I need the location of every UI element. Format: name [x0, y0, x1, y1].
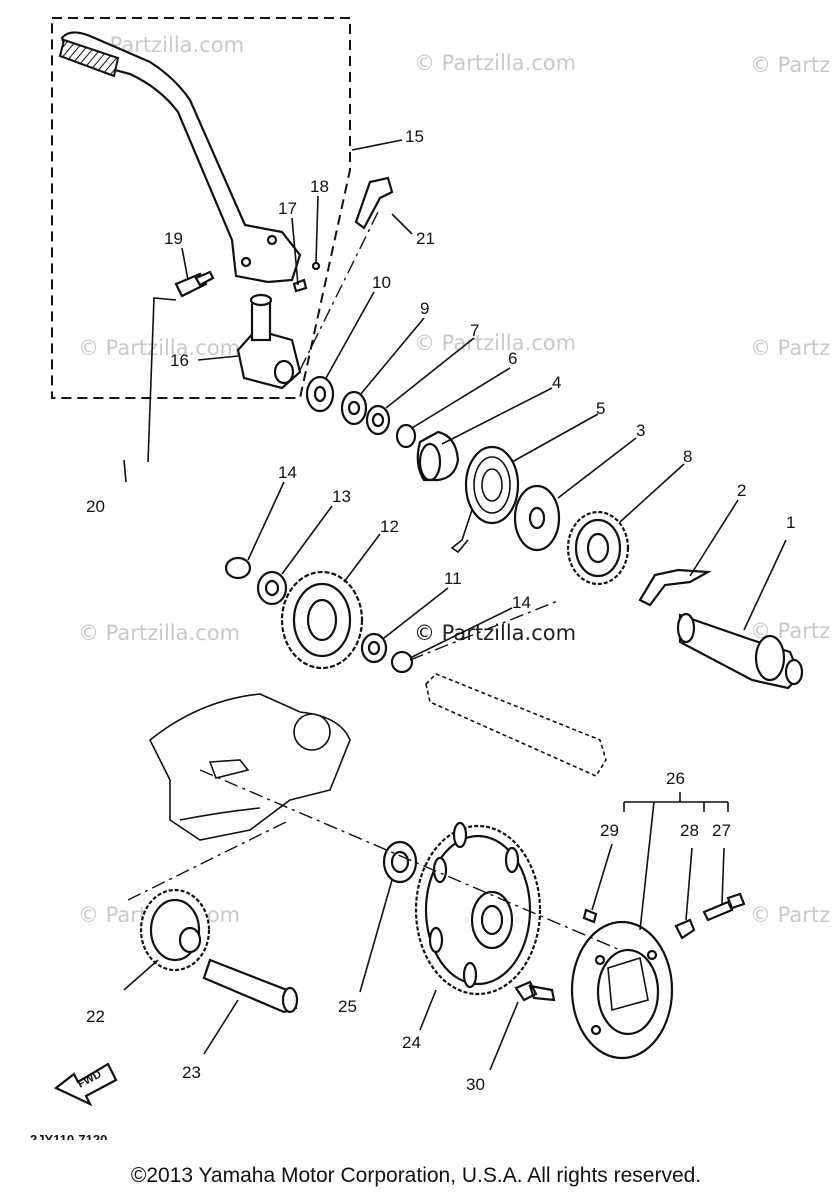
kick-gear-8: [566, 510, 630, 586]
return-spring: [450, 445, 520, 554]
callout-2: 2: [737, 481, 746, 500]
idle-shaft: [425, 673, 607, 778]
watermark: © Partzilla.com: [414, 621, 576, 645]
callout-19: 19: [164, 229, 183, 248]
callout-29: 29: [600, 821, 619, 840]
callout-23: 23: [182, 1063, 201, 1082]
callout-5: 5: [596, 399, 605, 418]
bolts: [174, 176, 394, 298]
callouts: 1 2 3 4 5 6 7 8 9 10 11 12 13 14 14 15 1…: [86, 127, 795, 1094]
watermark: © Partzilla.com: [78, 621, 240, 645]
watermark: © Partzilla.com: [414, 331, 576, 355]
kick-crank-assembly-box: [51, 17, 351, 399]
callout-11: 11: [444, 569, 462, 588]
bolt-30: [514, 980, 556, 1002]
callout-8: 8: [683, 447, 692, 466]
washer-3: [513, 484, 561, 552]
callout-12: 12: [380, 517, 399, 536]
kick-boss: [236, 293, 302, 390]
kick-lever: [58, 31, 302, 284]
callout-10: 10: [372, 273, 391, 292]
callout-16: 16: [170, 351, 189, 370]
callout-22: 22: [86, 1007, 105, 1026]
copyright-notice: ©2013 Yamaha Motor Corporation, U.S.A. A…: [130, 1164, 702, 1187]
crankcase-fragment: [148, 693, 351, 841]
center-lines: [127, 207, 621, 951]
callout-3: 3: [636, 421, 645, 440]
callout-25: 25: [338, 997, 357, 1016]
callout-4: 4: [552, 373, 561, 392]
parts-diagram: © Partzilla.com © Partzilla.com © Partzi…: [30, 17, 832, 1140]
callout-15: 15: [405, 127, 424, 146]
callout-27: 27: [712, 821, 731, 840]
callout-28: 28: [680, 821, 699, 840]
watermark: © Partzilla.com: [78, 336, 240, 360]
watermark: © Partzilla.com: [750, 903, 832, 927]
leader-lines: [123, 139, 787, 1071]
callout-6: 6: [508, 349, 517, 368]
callout-18: 18: [310, 177, 329, 196]
callout-30: 30: [466, 1075, 485, 1094]
callout-7: 7: [470, 321, 479, 340]
washers-upper: [305, 375, 460, 482]
callout-21: 21: [416, 229, 435, 248]
callout-14: 14: [278, 463, 297, 482]
callout-20: 20: [86, 497, 105, 516]
fwd-arrow: FWD: [53, 1062, 118, 1107]
starter-wheel-gear: [414, 821, 542, 996]
callout-14: 14: [512, 593, 531, 612]
clip-2: [638, 568, 712, 607]
kick-axle: [676, 612, 804, 690]
idle-gear-group: [224, 556, 414, 674]
washer-25: [382, 840, 418, 884]
idler-gear-22: [139, 888, 211, 972]
callout-9: 9: [420, 299, 429, 318]
callout-26: 26: [666, 769, 685, 788]
callout-17: 17: [278, 199, 297, 218]
watermark: © Partzilla.com: [414, 51, 576, 75]
watermarks: © Partzilla.com © Partzilla.com © Partzi…: [78, 33, 832, 927]
starter-clutch: [570, 920, 674, 1060]
watermark: © Partzilla.com: [750, 336, 832, 360]
diagram-code: 2JY110-7120: [30, 1132, 107, 1140]
watermark: © Partzilla.com: [750, 53, 832, 77]
clutch-small-parts: [582, 892, 746, 940]
callout-1: 1: [786, 513, 795, 532]
callout-13: 13: [332, 487, 351, 506]
callout-24: 24: [402, 1033, 421, 1052]
shaft-23: [202, 958, 299, 1014]
